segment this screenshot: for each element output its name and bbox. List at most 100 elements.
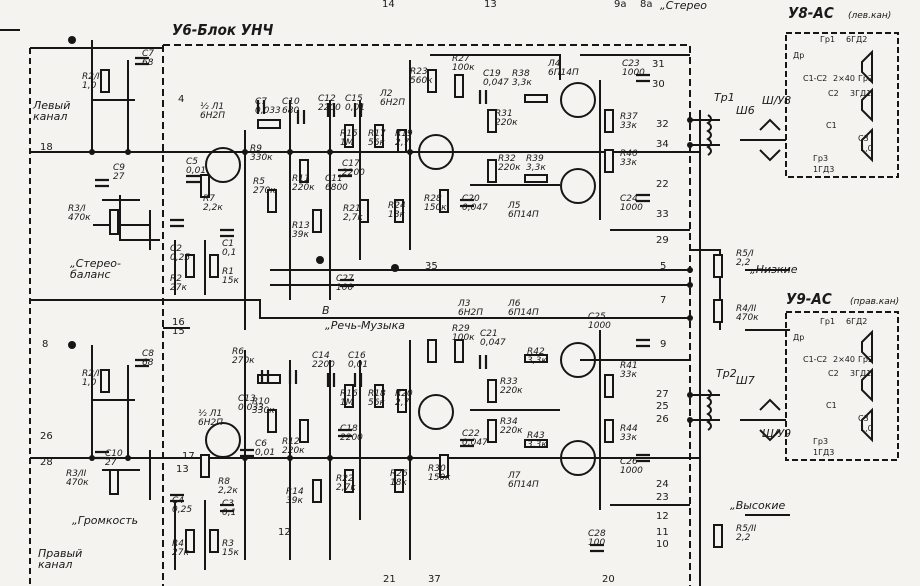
- speaker-left-sgd: 6ГД2: [846, 35, 868, 44]
- comp-r22: R22 2,7к: [336, 474, 356, 493]
- comp-r7: R7 2,2к: [203, 194, 223, 213]
- speaker-right-cap: 2×40: [833, 355, 855, 364]
- left-channel-label: Левый канал: [33, 99, 71, 123]
- comp-r43: R43 3,3к: [527, 431, 547, 450]
- comp-r24: R24 18к: [388, 201, 406, 220]
- speaker-box-left: [785, 32, 899, 178]
- speaker-left-dr: Др: [793, 51, 805, 60]
- comp-c15: C15 0,01: [345, 94, 366, 113]
- pin-number: 20: [602, 574, 615, 585]
- speaker-left-subtitle: (лев.кан): [848, 11, 892, 21]
- comp-r33: R33 220к: [500, 377, 523, 396]
- comp-r29: R29 100к: [452, 324, 475, 343]
- comp-r28: R28 150к: [424, 194, 447, 213]
- pin-number: 14: [382, 0, 395, 10]
- comp-r2-ii: R2/II 1,0: [82, 369, 103, 388]
- comp-r13: R13 39к: [292, 221, 310, 240]
- pin-number: 12: [656, 511, 669, 522]
- comp-r17: R17 56к: [368, 129, 386, 148]
- speaker-left-gr2: Гр2: [858, 74, 874, 83]
- speaker-right-c1c2: С1-С2: [803, 355, 828, 364]
- tube-l3-label: Л3 6Н2П: [458, 299, 483, 318]
- comp-c18: C18 2200: [340, 424, 363, 443]
- tube-l4-label: Л4 6П14П: [548, 59, 579, 78]
- comp-r14: R14 39к: [286, 487, 304, 506]
- comp-c13: C13 0,033: [238, 394, 264, 413]
- speaker-right-gr3: Гр3: [813, 437, 829, 446]
- speaker-left-c1c2: С1-С2: [803, 74, 828, 83]
- speaker-right-gd: 1ГД3: [813, 448, 835, 457]
- speech-music-label: „Речь-Музыка: [325, 319, 405, 332]
- pin-number: 5: [660, 261, 667, 272]
- sh6-label: Ш6: [736, 104, 755, 117]
- comp-c11: C11 6800: [325, 174, 348, 193]
- comp-r26: R26 18к: [390, 469, 408, 488]
- comp-r32: R32 220к: [498, 154, 521, 173]
- comp-r3-ii: R3/II 470к: [66, 469, 89, 488]
- speaker-left-cap: 2×40: [833, 74, 855, 83]
- comp-r27: R27 100к: [452, 54, 475, 73]
- pin-number: 22: [656, 179, 669, 190]
- comp-r3: R3 15к: [222, 539, 239, 558]
- comp-c1: C1 0,1: [222, 239, 237, 258]
- comp-c4: C4 0,25: [172, 496, 193, 515]
- comp-c10: C10 680: [282, 97, 300, 116]
- pin-number: 35: [425, 261, 438, 272]
- tp1-label: Тр1: [714, 91, 735, 104]
- comp-r5: R5 270к: [253, 177, 276, 196]
- pin-number: 9а: [614, 0, 627, 10]
- speaker-left-c2: С2: [828, 89, 839, 98]
- pin-number: 27: [656, 389, 669, 400]
- tube-l3: [418, 394, 454, 430]
- comp-c8: C8 68: [142, 349, 155, 368]
- comp-c20: C20 0,047: [462, 194, 488, 213]
- tp2-label: Тр2: [716, 367, 737, 380]
- pin-number: 18: [40, 142, 53, 153]
- comp-c26: C26 1000: [620, 457, 643, 476]
- speaker-right-title: У9-АС: [786, 290, 832, 308]
- pin-number: 8а: [640, 0, 653, 10]
- pin-number: 37: [428, 574, 441, 585]
- pin-number: 16: [172, 317, 185, 328]
- stereo-label: „Стерео: [660, 0, 708, 12]
- speaker-right-dr: Др: [793, 333, 805, 342]
- comp-r42: R42 3,3к: [527, 347, 547, 366]
- sh7-label: Ш7: [736, 374, 755, 387]
- tube-l5-label: Л5 6П14П: [508, 201, 539, 220]
- right-channel-label: Правый канал: [38, 547, 83, 571]
- pin-number: 13: [176, 464, 189, 475]
- speaker-right-gr2: Гр2: [858, 355, 874, 364]
- pin-number: 9: [660, 339, 667, 350]
- comp-r10: R10 330к: [252, 397, 275, 416]
- speaker-right-c3: С3: [858, 414, 869, 423]
- comp-c28: C28 100: [588, 529, 606, 548]
- comp-r37: R37 33к: [620, 112, 638, 131]
- comp-c10b: C10 27: [105, 449, 123, 468]
- comp-r34: R34 220к: [500, 417, 523, 436]
- speaker-left-gr3: Гр3: [813, 154, 829, 163]
- tube-l7-label: Л7 6П14П: [508, 471, 539, 490]
- pin-number: 33: [656, 209, 669, 220]
- comp-c7b: C7 0,033: [255, 97, 281, 116]
- comp-c24: C24 1000: [620, 194, 643, 213]
- comp-r20: R20 2,7: [395, 389, 413, 408]
- tube-l1-label: ½ Л1 6Н2П: [200, 102, 225, 121]
- comp-r41: R41 33к: [620, 361, 638, 380]
- comp-r21: R21 2,7к: [343, 204, 363, 223]
- comp-c21: C21 0,047: [480, 329, 506, 348]
- comp-c9: C9 27: [113, 163, 126, 182]
- pin-number: 15: [172, 326, 185, 337]
- pin-number: 24: [656, 479, 669, 490]
- speaker-left-c1: С1: [826, 121, 837, 130]
- pin-number: 26: [40, 431, 53, 442]
- pin-number: 11: [656, 527, 669, 538]
- tube-l6-label: Л6 6П14П: [508, 299, 539, 318]
- pin-number: 29: [656, 235, 669, 246]
- comp-r4: R4 27к: [172, 539, 189, 558]
- speaker-right-c1: С1: [826, 401, 837, 410]
- sh-u9-label: Ш/У9: [762, 427, 792, 440]
- comp-r1: R1 15к: [222, 267, 239, 286]
- comp-c19: C19 0,047: [483, 69, 509, 88]
- comp-c16: C16 0,01: [348, 351, 369, 370]
